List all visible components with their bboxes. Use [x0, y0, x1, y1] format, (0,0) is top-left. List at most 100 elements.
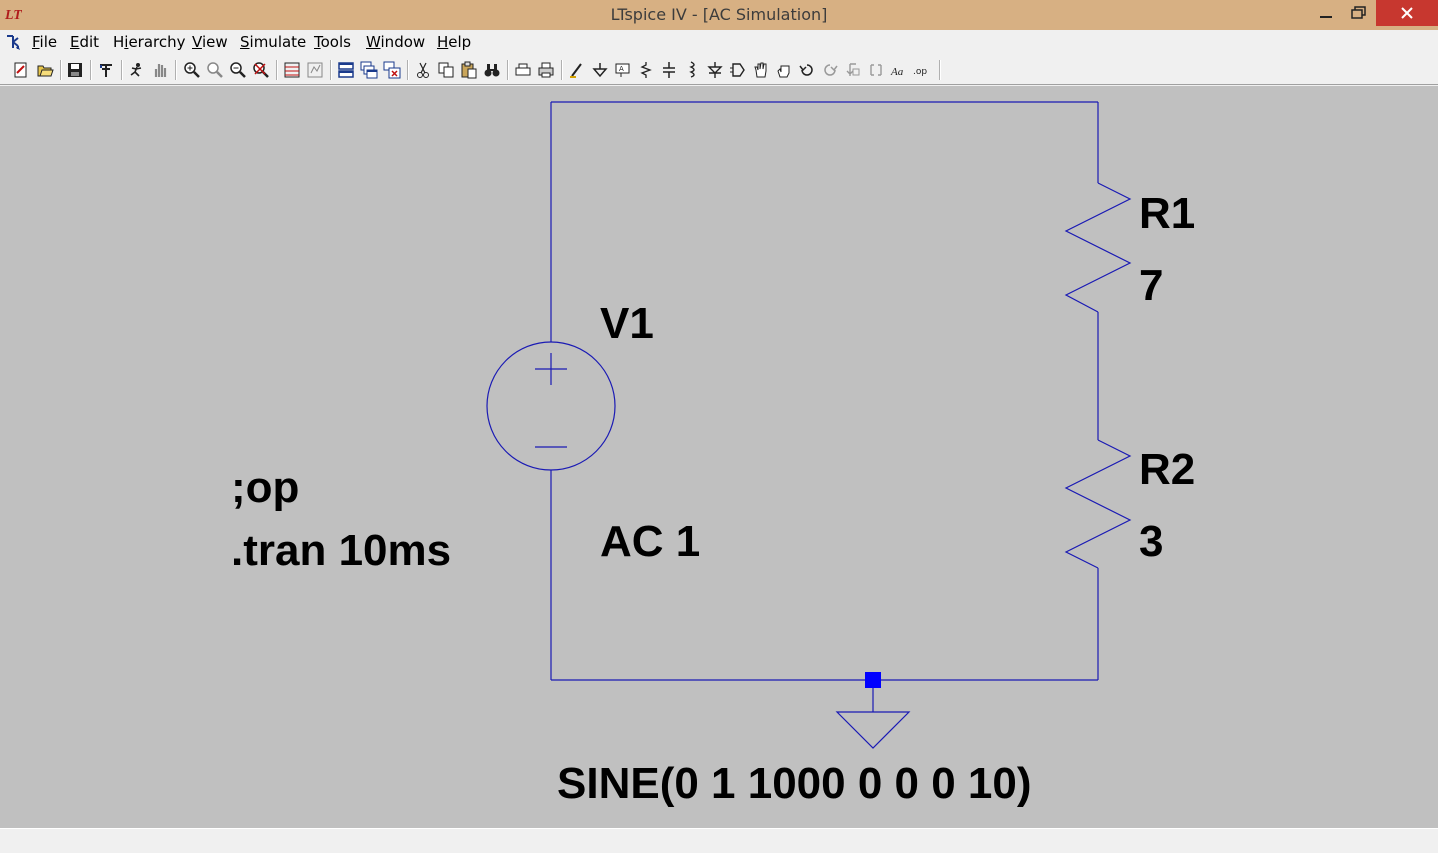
toolbar-separator — [90, 60, 92, 80]
menu-window-key: W — [366, 33, 381, 51]
voltage-source-v1[interactable] — [486, 341, 616, 471]
svg-text:A: A — [619, 65, 624, 73]
toolbar-separator — [939, 60, 941, 80]
menu-window[interactable]: Window — [366, 33, 425, 51]
zoom-pan-icon[interactable] — [206, 61, 224, 79]
autorange-icon[interactable] — [283, 61, 301, 79]
menu-help-rest: elp — [448, 33, 472, 51]
toolbar-separator — [276, 60, 278, 80]
svg-text:Aa: Aa — [890, 66, 904, 78]
menu-hierarchy-rest: erarchy — [128, 33, 186, 51]
toolbar-separator — [407, 60, 409, 80]
restore-button[interactable] — [1334, 0, 1384, 26]
svg-text:.op: .op — [913, 67, 927, 77]
voltage-source-plus — [535, 353, 567, 385]
r2-name-label[interactable]: R2 — [1139, 445, 1196, 494]
text-icon[interactable]: Aa — [890, 61, 908, 79]
op-directive[interactable]: ;op — [231, 463, 300, 512]
label-net-icon[interactable]: A — [614, 61, 632, 79]
schematic-drawing — [486, 101, 1132, 749]
menu-view[interactable]: View — [192, 33, 228, 51]
restore-icon — [1351, 6, 1366, 19]
close-window-icon[interactable] — [383, 61, 401, 79]
resistor-r2[interactable] — [1064, 439, 1132, 569]
ground-icon[interactable] — [591, 61, 609, 79]
diode-icon[interactable] — [706, 61, 724, 79]
zoom-fit-icon[interactable] — [252, 61, 270, 79]
menu-help-key: H — [437, 33, 449, 51]
menu-hierarchy-h: H — [113, 33, 125, 51]
cascade-icon[interactable] — [360, 61, 378, 79]
ltspice-logo-icon[interactable]: LT — [4, 5, 22, 23]
mirror-icon[interactable] — [867, 61, 885, 79]
v1-ac-label[interactable]: AC 1 — [600, 517, 701, 566]
menu-view-rest: iew — [201, 33, 228, 51]
v1-value-label[interactable]: SINE(0 1 1000 0 0 0 10) — [557, 759, 1032, 808]
menu-file[interactable]: File — [32, 33, 57, 51]
window-title: LTspice IV - [AC Simulation] — [610, 5, 828, 24]
menu-simulate[interactable]: Simulate — [240, 33, 306, 51]
minimize-icon — [1320, 16, 1332, 18]
find-icon[interactable] — [483, 61, 501, 79]
resistor-icon[interactable] — [637, 61, 655, 79]
schematic-canvas[interactable]: V1 AC 1 SINE(0 1 1000 0 0 0 10) R1 7 R2 … — [0, 86, 1438, 828]
ground-node-junction — [865, 672, 881, 688]
component-icon[interactable] — [729, 61, 747, 79]
print-icon[interactable] — [537, 61, 555, 79]
paste-icon[interactable] — [460, 61, 478, 79]
menu-view-key: V — [192, 33, 202, 51]
minimize-button[interactable] — [1300, 0, 1352, 26]
toolbar-separator — [330, 60, 332, 80]
close-button[interactable] — [1376, 0, 1438, 26]
document-system-menu-icon[interactable] — [4, 32, 24, 52]
inductor-icon[interactable] — [683, 61, 701, 79]
menu-tools-key: T — [314, 33, 321, 51]
r2-value-label[interactable]: 3 — [1139, 517, 1164, 566]
menu-file-rest: ile — [39, 33, 58, 51]
close-icon — [1401, 7, 1413, 19]
toolbar: A Aa .op — [0, 55, 1438, 85]
r1-value-label[interactable]: 7 — [1139, 261, 1164, 310]
tile-horizontal-icon[interactable] — [337, 61, 355, 79]
rotate-icon[interactable] — [844, 61, 862, 79]
copy-icon[interactable] — [437, 61, 455, 79]
spice-directive-icon[interactable]: .op — [913, 61, 931, 79]
menu-edit-key: E — [70, 33, 80, 51]
menu-tools-rest: ools — [320, 33, 351, 51]
open-icon[interactable] — [36, 61, 54, 79]
toolbar-separator — [561, 60, 563, 80]
control-panel-icon[interactable] — [97, 61, 115, 79]
run-icon[interactable] — [128, 61, 146, 79]
tile-icon[interactable] — [306, 61, 324, 79]
ground-symbol[interactable] — [835, 711, 911, 749]
redo-icon[interactable] — [821, 61, 839, 79]
cut-icon[interactable] — [414, 61, 432, 79]
r1-name-label[interactable]: R1 — [1139, 189, 1196, 238]
capacitor-icon[interactable] — [660, 61, 678, 79]
zoom-in-icon[interactable] — [183, 61, 201, 79]
status-bar — [0, 828, 1438, 853]
menu-simulate-rest: imulate — [249, 33, 307, 51]
undo-icon[interactable] — [798, 61, 816, 79]
menu-hierarchy-key: i — [124, 33, 129, 51]
menu-window-rest: indow — [380, 33, 426, 51]
svg-text:LT: LT — [4, 8, 22, 23]
menu-help[interactable]: Help — [437, 33, 471, 51]
v1-name-label[interactable]: V1 — [600, 299, 654, 348]
wire-icon[interactable] — [568, 61, 586, 79]
new-schematic-icon[interactable] — [12, 61, 30, 79]
toolbar-separator — [507, 60, 509, 80]
print-setup-icon[interactable] — [514, 61, 532, 79]
drag-icon[interactable] — [775, 61, 793, 79]
save-icon[interactable] — [66, 61, 84, 79]
move-icon[interactable] — [752, 61, 770, 79]
halt-icon[interactable] — [151, 61, 169, 79]
menu-tools[interactable]: Tools — [314, 33, 351, 51]
menu-file-key: F — [32, 33, 40, 51]
toolbar-separator — [175, 60, 177, 80]
menu-hierarchy[interactable]: Hierarchy — [113, 33, 186, 51]
menu-edit[interactable]: Edit — [70, 33, 99, 51]
resistor-r1[interactable] — [1064, 182, 1132, 313]
zoom-out-icon[interactable] — [229, 61, 247, 79]
tran-directive[interactable]: .tran 10ms — [231, 526, 452, 575]
